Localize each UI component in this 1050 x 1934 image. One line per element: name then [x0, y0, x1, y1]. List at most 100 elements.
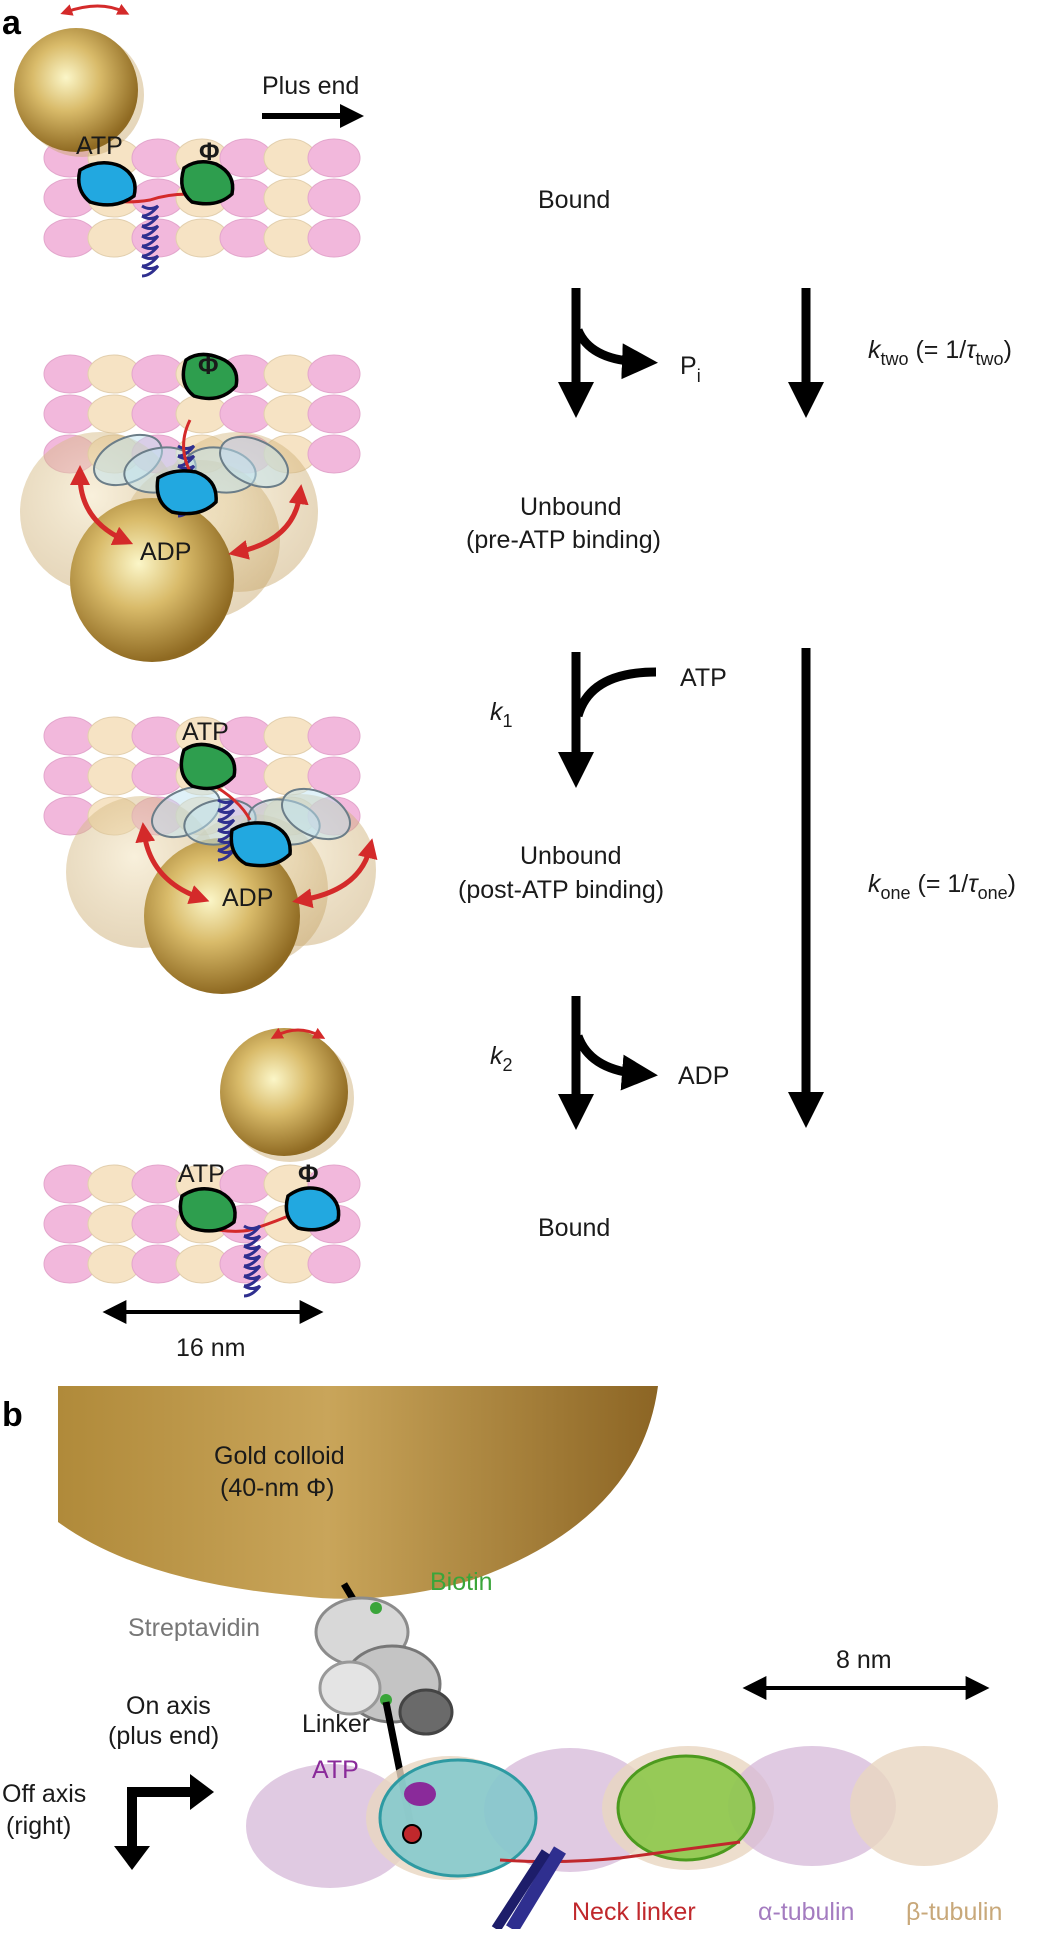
alpha-tubulin-subunit — [307, 178, 361, 218]
arrow-adp-out — [573, 1034, 658, 1091]
coiled-coil-stalk — [243, 1224, 262, 1298]
linker-label: Linker — [302, 1710, 370, 1738]
atp-site — [404, 1782, 436, 1806]
coil-turn — [141, 254, 160, 268]
head-ghost — [281, 787, 351, 841]
blue-motor-head — [77, 161, 137, 207]
coil-turn — [243, 1234, 262, 1248]
panel-b-letter: b — [2, 1396, 23, 1434]
bead-wobble-arrow — [60, 3, 130, 16]
axis-indicator — [114, 1774, 214, 1870]
gold-colloid-label-1: Gold colloid — [214, 1442, 345, 1470]
streptavidin-lobe — [398, 1688, 454, 1736]
on-axis-label-2: (plus end) — [108, 1722, 219, 1750]
off-axis-label-1: Off axis — [2, 1780, 86, 1808]
streptavidin-lobe — [318, 1660, 382, 1716]
atp-in-label: ATP — [680, 664, 727, 692]
streptavidin-structure — [314, 1582, 454, 1833]
alpha-tubulin-subunit — [307, 354, 361, 394]
kinesin-dimer-structure — [378, 1754, 756, 1933]
gold-colloid — [58, 1386, 658, 1599]
leading-head-green — [616, 1754, 756, 1862]
panel-a-letter: a — [2, 4, 22, 42]
phi-label: Φ — [298, 1160, 319, 1188]
transition-pi-release: Pi — [558, 288, 701, 418]
state-bound-bottom: Bound — [538, 1214, 610, 1242]
atp-b-label: ATP — [312, 1756, 359, 1784]
axis-corner — [127, 1787, 196, 1854]
coil-turn — [243, 1284, 262, 1298]
bead-wobble-arrow — [270, 1027, 326, 1039]
state-unbound-pre: Unbound — [520, 493, 621, 521]
biotin-label: Biotin — [430, 1568, 493, 1596]
helix-strand — [491, 1849, 551, 1932]
alpha-tubulin-subunit — [307, 716, 361, 756]
off-axis-label-2: (right) — [6, 1812, 71, 1840]
blue-motor-head — [229, 821, 292, 868]
streptavidin-label: Streptavidin — [128, 1614, 260, 1642]
diffusion-arrow-left — [70, 465, 134, 545]
coil-turn — [243, 1244, 262, 1258]
coil-turn — [141, 214, 160, 228]
alpha-tubulin-subunit — [307, 434, 361, 474]
coil-turn — [243, 1274, 262, 1288]
state-unbound-post: Unbound — [520, 842, 621, 870]
atp-label: ATP — [182, 718, 229, 746]
alpha-tubulin-subunit — [307, 394, 361, 434]
coiled-coil-helix — [491, 1846, 566, 1933]
ktwo-label: ktwo (= 1/τtwo) — [868, 336, 1012, 369]
green-motor-head — [178, 1187, 237, 1233]
biotin-dot — [370, 1602, 382, 1614]
helix-strand — [506, 1846, 566, 1933]
state-bound-top: Bound — [538, 186, 610, 214]
coil-turn — [217, 818, 236, 832]
alpha-tubulin-subunit — [307, 756, 361, 796]
linker-attach-point — [402, 1824, 422, 1844]
blue-motor-head — [284, 1186, 341, 1232]
coil-turn — [243, 1254, 262, 1268]
coil-turn — [141, 224, 160, 238]
blue-motor-head — [155, 469, 218, 516]
pi-label: Pi — [680, 352, 701, 386]
k1-label: k1 — [490, 698, 513, 731]
plus-end-label: Plus end — [262, 72, 359, 100]
arrow-atp-in — [573, 667, 657, 718]
state-1-bound-illustration: ATP Φ Plus end — [14, 3, 364, 278]
beta-tubulin-label: β-tubulin — [906, 1898, 1002, 1926]
state-unbound-pre-sub: (pre-ATP binding) — [466, 526, 661, 554]
transition-adp-release: ADP k2 — [490, 996, 729, 1130]
state-3-unbound-post-illustration: ATP ADP — [43, 716, 378, 994]
adp-label: ADP — [140, 538, 191, 566]
phi-label: Φ — [198, 352, 219, 380]
diffusion-arrow-left — [135, 822, 210, 905]
alpha-tubulin-subunit — [307, 1244, 361, 1284]
coil-turn — [243, 1224, 262, 1238]
coil-turn — [243, 1264, 262, 1278]
diffusion-arrow-right — [228, 484, 309, 560]
coil-turn — [177, 454, 196, 468]
green-motor-head — [181, 352, 239, 401]
alpha-tubulin-subunit — [307, 218, 361, 258]
trailing-head-cyan — [378, 1758, 538, 1878]
phi-label: Φ — [199, 138, 220, 166]
green-motor-head — [180, 160, 235, 206]
beta-tubulin-subunit — [850, 1746, 998, 1866]
coil-turn — [141, 234, 160, 248]
k2-label: k2 — [490, 1042, 513, 1075]
transition-atp-binding: ATP k1 — [490, 652, 727, 788]
diffusion-arrow-right — [292, 838, 378, 909]
alpha-tubulin-subunit — [307, 138, 361, 178]
state-4-bound-illustration: ATP Φ — [43, 1027, 361, 1298]
gold-bead — [70, 498, 234, 662]
coil-turn — [141, 244, 160, 258]
coiled-coil-stalk — [141, 204, 160, 278]
atp-label: ATP — [76, 132, 123, 160]
atp-label: ATP — [178, 1160, 225, 1188]
alpha-tubulin-label: α-tubulin — [758, 1898, 854, 1926]
coil-turn — [217, 808, 236, 822]
scale-16nm-label: 16 nm — [176, 1334, 245, 1362]
gold-bead — [220, 1028, 348, 1156]
alpha-tubulin-subunit — [728, 1746, 896, 1866]
scale-8nm-label: 8 nm — [836, 1646, 892, 1674]
